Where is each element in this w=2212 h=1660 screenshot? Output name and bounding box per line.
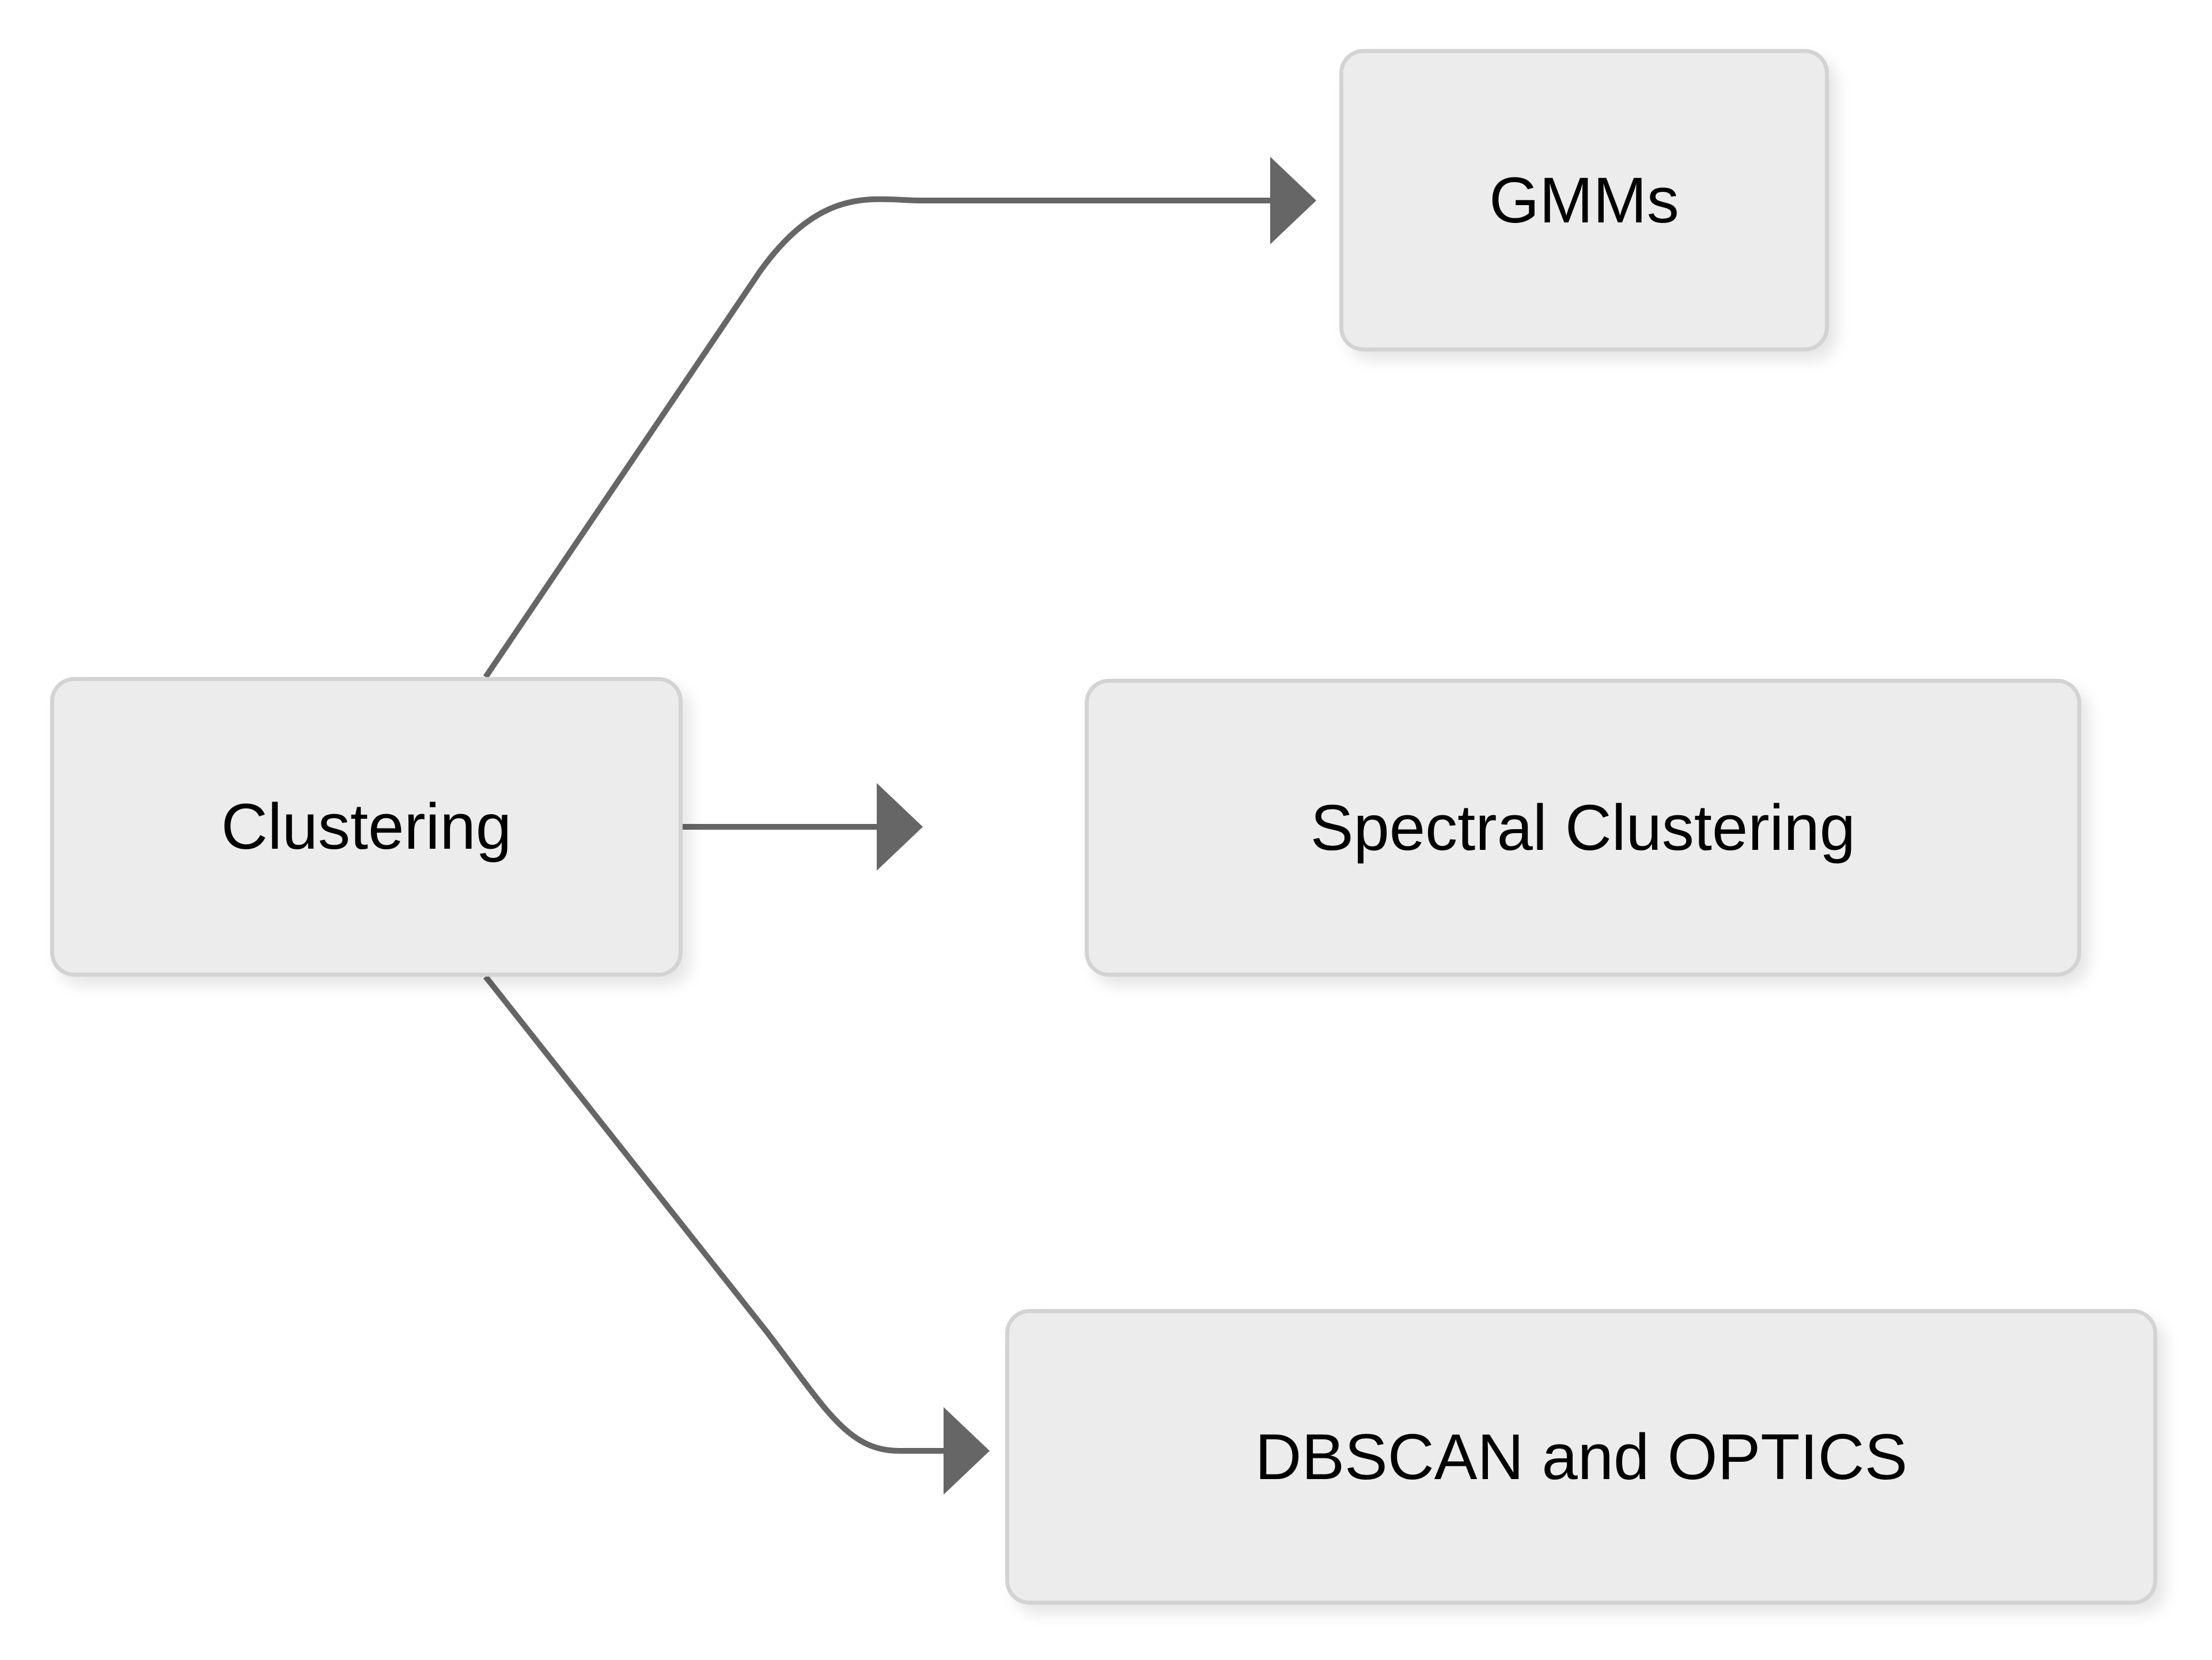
edge-clustering-gmms bbox=[483, 157, 1316, 679]
arrowhead-icon-spectral bbox=[877, 783, 923, 871]
node-clustering-label: Clustering bbox=[221, 791, 512, 863]
edge-path-clustering-dbscan bbox=[483, 974, 944, 1454]
arrowhead-icon-gmms bbox=[1270, 157, 1316, 244]
edge-clustering-dbscan bbox=[483, 974, 990, 1495]
node-clustering[interactable]: Clustering bbox=[50, 677, 683, 977]
node-spectral-clustering[interactable]: Spectral Clustering bbox=[1085, 679, 2081, 977]
edge-path-clustering-gmms bbox=[483, 196, 1270, 679]
node-dbscan-and-optics-label: DBSCAN and OPTICS bbox=[1255, 1420, 1908, 1493]
node-gmms[interactable]: GMMs bbox=[1339, 49, 1829, 351]
arrowhead-icon-dbscan bbox=[944, 1407, 990, 1495]
node-spectral-clustering-label: Spectral Clustering bbox=[1310, 791, 1856, 864]
node-gmms-label: GMMs bbox=[1489, 164, 1679, 236]
edge-clustering-spectral bbox=[683, 783, 923, 871]
node-dbscan-and-optics[interactable]: DBSCAN and OPTICS bbox=[1005, 1309, 2157, 1605]
